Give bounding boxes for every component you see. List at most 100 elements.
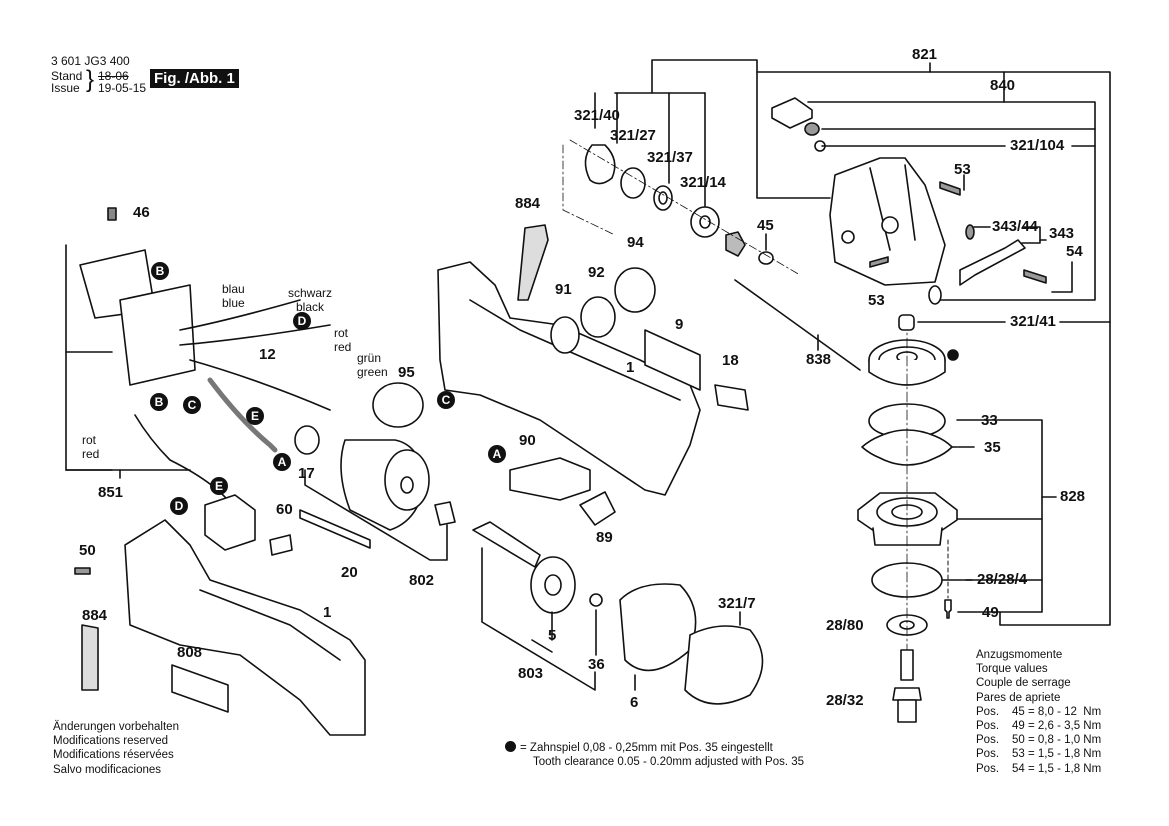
torque-heading: Anzugsmomente	[976, 649, 1063, 661]
torque-part: 50	[1012, 734, 1025, 747]
torque-part: 54	[1012, 762, 1025, 775]
part-label-343: 343	[1049, 225, 1075, 242]
issue-label: Issue	[51, 81, 80, 95]
stand-value: 18-06	[98, 69, 129, 83]
bearing-flange	[857, 492, 958, 546]
connector-badge-b: B	[151, 262, 169, 280]
part-label-9: 9	[675, 316, 684, 333]
part-label-54: 54	[1066, 243, 1083, 260]
part-label-28-80: 28/80	[826, 617, 864, 634]
part-label-884-top: 884	[515, 195, 541, 212]
part-number: 3 601 JG3 400	[51, 54, 130, 68]
torque-value: = 8,0 - 12 Nm	[1028, 705, 1102, 718]
torque-value: = 0,8 - 1,0 Nm	[1028, 734, 1102, 747]
part-label-321-104: 321/104	[1010, 137, 1065, 154]
bracket-821	[594, 59, 1111, 626]
part-label-12: 12	[259, 346, 276, 363]
modifications-line: Salvo modificaciones	[53, 763, 162, 776]
part-label-89: 89	[596, 529, 613, 546]
part-label-803: 803	[518, 665, 544, 682]
wire-label-red-left: rot red	[82, 433, 100, 461]
wire-label-blue: blau blue	[222, 282, 245, 310]
torque-part: 53	[1012, 748, 1025, 761]
connector-badge-e-2: E	[210, 477, 228, 495]
housing-lower	[124, 519, 366, 736]
cap-part	[771, 97, 813, 129]
part-label-321-27: 321/27	[610, 127, 656, 144]
part-label-35: 35	[984, 439, 1001, 456]
torque-heading: Pares de apriete	[976, 691, 1061, 704]
part-label-92: 92	[588, 264, 605, 281]
part-label-321-37: 321/37	[647, 149, 693, 166]
torque-pos: Pos.	[976, 705, 1000, 718]
torque-pos: Pos.	[976, 720, 1000, 733]
part-label-808: 808	[177, 644, 203, 661]
torque-value: = 2,6 - 3,5 Nm	[1028, 720, 1102, 733]
part-label-95: 95	[398, 364, 415, 381]
part-label-50: 50	[79, 542, 96, 559]
part-label-6: 6	[630, 694, 639, 711]
wire-label-black: schwarz black	[288, 286, 333, 314]
part-label-321-41: 321/41	[1010, 313, 1056, 330]
part-label-840: 840	[990, 77, 1016, 94]
connector-badge-c: C	[183, 396, 201, 414]
switch	[204, 494, 256, 551]
part-label-828: 828	[1060, 488, 1086, 505]
part-label-884-bottom: 884	[82, 607, 108, 624]
part-label-90: 90	[519, 432, 536, 449]
connector-badge-d-2: D	[170, 497, 188, 515]
issue-value: 19-05-15	[98, 81, 147, 95]
connector-badge-d: D	[293, 312, 311, 330]
part-label-851: 851	[98, 484, 124, 501]
modifications-line: Modifications reserved	[53, 735, 169, 748]
part-label-60: 60	[276, 501, 293, 518]
dot-equals: =	[520, 742, 527, 754]
part-label-321-14: 321/14	[680, 174, 726, 191]
torque-pos: Pos.	[976, 734, 1000, 747]
part-label-838: 838	[806, 351, 832, 368]
torque-row: Pos. 50 = 0,8 - 1,0 Nm	[976, 733, 1101, 747]
electronic-module	[119, 284, 196, 386]
tooth-clearance-line-en: Tooth clearance 0.05 - 0.20mm adjusted w…	[533, 756, 805, 769]
torque-row: Pos. 53 = 1,5 - 1,8 Nm	[976, 747, 1101, 761]
torque-value: = 1,5 - 1,8 Nm	[1028, 748, 1102, 761]
part-label-28-32: 28/32	[826, 692, 864, 709]
lever-343	[959, 239, 1026, 286]
part-label-821: 821	[912, 46, 938, 63]
stand-label: Stand	[51, 69, 83, 83]
torque-part: 45	[1012, 705, 1025, 718]
part-label-321-7: 321/7	[718, 595, 756, 612]
vent-grille-884-top	[517, 224, 549, 301]
modifications-line: Änderungen vorbehalten	[53, 721, 179, 733]
connector-badge-b-2: B	[150, 393, 168, 411]
figure-label: Fig. /Abb. 1	[150, 69, 239, 88]
part-label-36: 36	[588, 656, 605, 673]
part-label-46: 46	[133, 204, 150, 221]
torque-pos: Pos.	[976, 762, 1000, 775]
torque-pos: Pos.	[976, 748, 1000, 761]
torque-row: Pos. 54 = 1,5 - 1,8 Nm	[976, 762, 1101, 776]
spindle	[892, 649, 922, 723]
part-label-91: 91	[555, 281, 572, 298]
tooth-clearance-line-de: Zahnspiel 0,08 - 0,25mm mit Pos. 35 eing…	[529, 742, 773, 754]
brace: }	[86, 66, 95, 93]
part-label-802: 802	[409, 572, 435, 589]
part-label-5: 5	[548, 627, 557, 644]
torque-row: Pos. 45 = 8,0 - 12 Nm	[976, 705, 1101, 719]
connector-badge-c-2: C	[437, 391, 455, 409]
gear-housing	[829, 157, 946, 286]
part-label-20: 20	[341, 564, 358, 581]
part-label-28-28-4: 28/28/4	[977, 571, 1028, 588]
part-label-33: 33	[981, 412, 998, 429]
connector-badge-a: A	[273, 453, 291, 471]
bracket-840	[807, 71, 1096, 301]
connector-badge-e: E	[246, 407, 264, 425]
part-label-321-40: 321/40	[574, 107, 620, 124]
vent-grille-884-bottom	[81, 624, 99, 691]
part-label-49: 49	[982, 604, 999, 621]
part-label-17: 17	[298, 465, 315, 482]
torque-value: = 1,5 - 1,8 Nm	[1028, 762, 1102, 775]
torque-row: Pos.49 = 2,6 - 3,5 Nm	[976, 719, 1101, 733]
part-label-53-top: 53	[954, 161, 971, 178]
